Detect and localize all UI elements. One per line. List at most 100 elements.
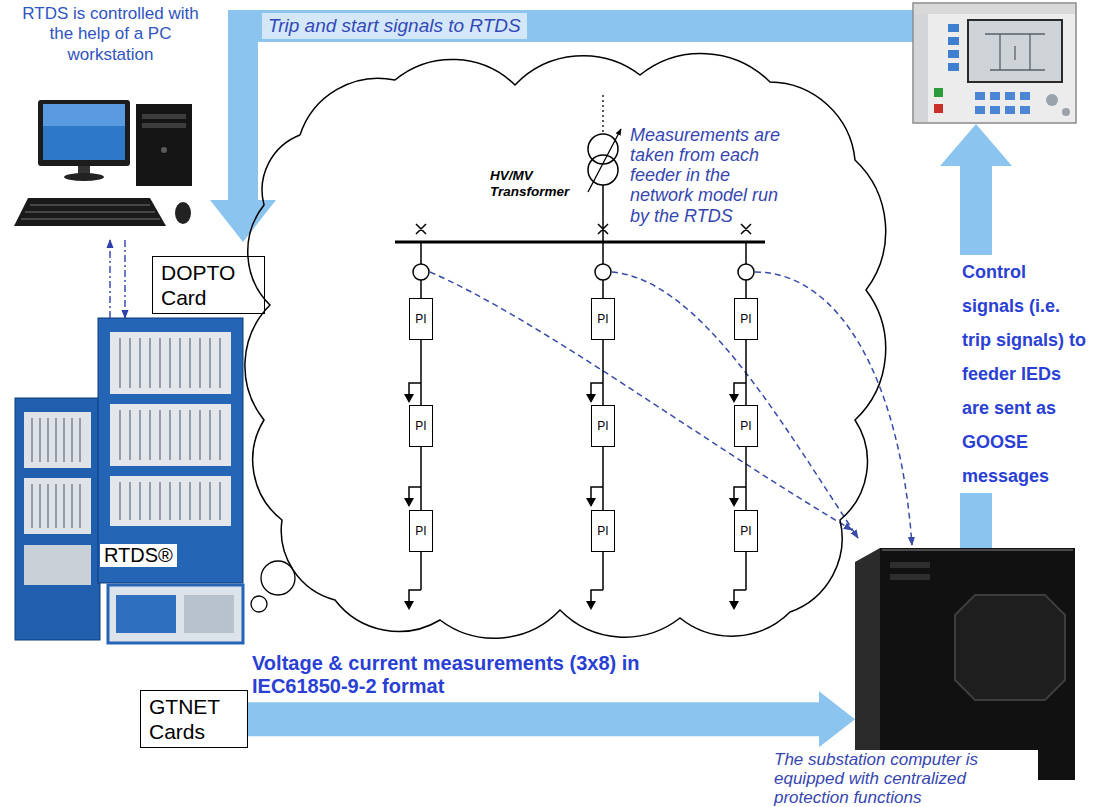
- pi-section-box: PI: [734, 298, 758, 340]
- current-transformer: [595, 264, 611, 280]
- workstation-node: RTDS is controlled with the help of a PC…: [18, 4, 203, 240]
- feeder-line: [421, 552, 746, 590]
- relay-display: [968, 20, 1062, 82]
- pi-section-box: PI: [409, 405, 433, 447]
- cloud-outline: [245, 54, 886, 639]
- feeder-line: [746, 340, 747, 405]
- relay-key: [1020, 92, 1030, 100]
- current-transformer: [738, 264, 754, 280]
- node-text: RTDS is controlled with the help of a PC…: [18, 4, 203, 65]
- pc-tower: [136, 104, 192, 186]
- feeder-line: [420, 447, 422, 510]
- feeder-line: [421, 447, 422, 510]
- transformer-winding: [588, 155, 618, 185]
- computer-bay: [890, 574, 930, 580]
- interface-card-box: GTNET Cards: [140, 690, 248, 748]
- network-cloud: PIPIPIPIPIPIPIPIPIMeasurements are taken…: [255, 50, 870, 650]
- relay-case: [913, 3, 1076, 123]
- pi-section-box: PI: [591, 298, 615, 340]
- node-text: PI: [597, 419, 608, 433]
- relay-led: [934, 104, 943, 113]
- drive-bay: [142, 114, 186, 119]
- pi-section-box: PI: [591, 510, 615, 552]
- signal-label: Control signals (i.e. trip signals) to f…: [960, 255, 1090, 493]
- arrow-head: [819, 691, 855, 747]
- relay-key: [990, 92, 1000, 100]
- tap-changer-arrow: [588, 129, 621, 192]
- node-text: PI: [415, 312, 426, 326]
- feeder-line: [421, 242, 746, 298]
- power-button: [161, 147, 167, 153]
- relay-display-graphic: [985, 34, 1045, 70]
- computer-vent: [955, 595, 1065, 700]
- drive-bay: [142, 123, 186, 128]
- component-label: HV/MV Transformer: [490, 168, 584, 200]
- keyboard-keys: [21, 205, 160, 219]
- trip-signal-arrow: [210, 10, 915, 242]
- relay-key: [1005, 106, 1015, 114]
- feeder-line: [421, 340, 422, 405]
- measurement-link: [430, 272, 852, 530]
- relay-button: [948, 63, 959, 71]
- relay-side-strip: [914, 14, 928, 122]
- signal-connector: [125, 240, 126, 318]
- relay-knob: [1062, 108, 1070, 116]
- node-text: RTDS®: [100, 544, 177, 567]
- pi-section-box: PI: [734, 405, 758, 447]
- relay-key: [975, 92, 985, 100]
- edge-label: Voltage & current measurements (3x8) in …: [252, 652, 722, 698]
- computer-bay: [890, 562, 930, 568]
- relay-button: [948, 37, 959, 45]
- relay-key: [975, 106, 985, 114]
- signal-connector: [110, 240, 111, 318]
- computer-front: [880, 548, 1075, 780]
- transformer-lead: [602, 185, 604, 242]
- rack-cards: [120, 338, 220, 520]
- interface-card-box: DOPTO Card: [152, 256, 265, 314]
- feeder-line: [602, 447, 604, 510]
- pi-section-box: PI: [409, 510, 433, 552]
- measurement-link: [755, 272, 912, 545]
- relay-knob: [1046, 94, 1058, 106]
- relay-key: [990, 106, 1000, 114]
- node-text: PI: [740, 524, 751, 538]
- rack-cabinet: [98, 318, 243, 583]
- signal-label: Trip and start signals to RTDS: [262, 13, 527, 39]
- rack-unit-panel: [116, 595, 176, 633]
- feeder-line: [745, 447, 747, 510]
- ied-relay: [913, 3, 1076, 123]
- rack-panel: [24, 412, 91, 468]
- feeder-line: [602, 340, 604, 405]
- cloud-bubble: [251, 596, 267, 612]
- rack-panel: [24, 478, 91, 534]
- mouse: [175, 202, 191, 224]
- relay-key: [1020, 106, 1030, 114]
- relay-button: [948, 50, 959, 58]
- load-branch: [409, 383, 746, 603]
- signal-connector: [248, 691, 855, 747]
- node-text: PI: [740, 312, 751, 326]
- feeder-line: [603, 447, 604, 510]
- control-link: [109, 240, 110, 318]
- node-text: PI: [597, 312, 608, 326]
- data-stream-arrow: [248, 702, 819, 736]
- network-model: [395, 95, 912, 610]
- feeder-line: [603, 340, 604, 405]
- rack-unit: [108, 585, 243, 643]
- relay-top-bar: [914, 4, 1075, 14]
- pi-section-box: PI: [591, 405, 615, 447]
- node-text: PI: [597, 524, 608, 538]
- measurement-link: [612, 272, 858, 538]
- monitor-stand: [64, 173, 104, 181]
- rack-panel: [24, 545, 91, 585]
- rack-unit-panel: [184, 595, 234, 633]
- pc-workstation: [14, 100, 192, 226]
- relay-button: [948, 24, 959, 32]
- current-transformer: [413, 264, 429, 280]
- computer-node: The substation computer is equipped with…: [855, 548, 1075, 780]
- feeder-line: [746, 447, 747, 510]
- pi-section-box: PI: [409, 298, 433, 340]
- incoming-line: [602, 95, 603, 133]
